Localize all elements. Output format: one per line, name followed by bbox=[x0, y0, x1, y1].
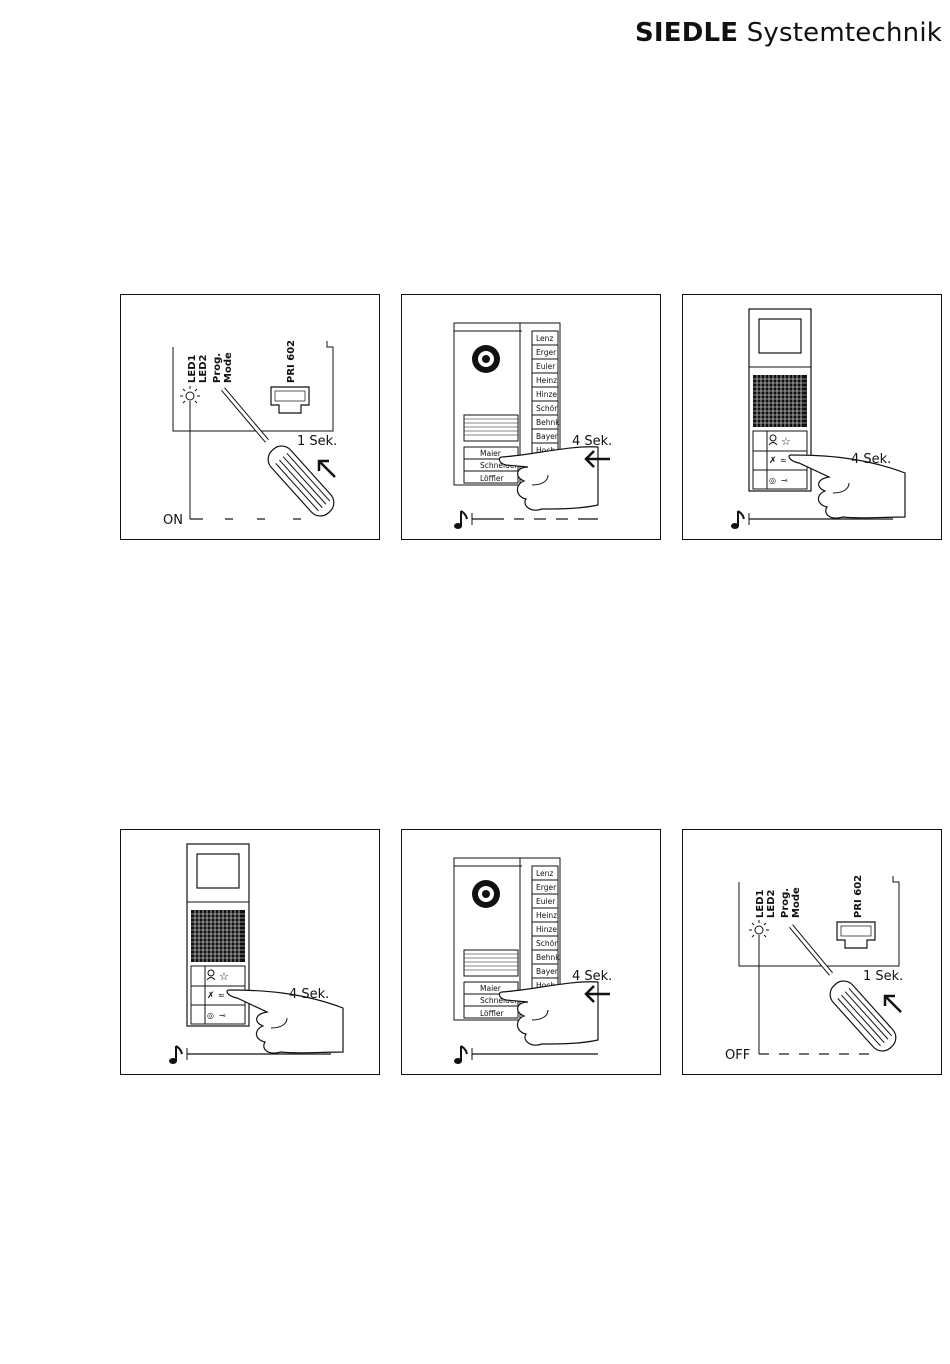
name-item: Hinze bbox=[536, 390, 557, 399]
door-station-illustration-1: Lenz Erger Euler Heinz Hinze Schön Behnk… bbox=[402, 295, 662, 541]
panel-door-station-2: Lenz Erger Euler Heinz Hinze Schön Behnk… bbox=[401, 829, 661, 1075]
mute-icon: ✗ bbox=[207, 991, 215, 1001]
indoor-station-illustration-2: ☆ ✗ ≈ ◎ ⊸ 4 Sek. bbox=[121, 830, 381, 1076]
music-note-icon bbox=[731, 511, 744, 529]
music-note-icon bbox=[454, 1046, 467, 1064]
intercom-icon: ◎ bbox=[207, 1011, 214, 1020]
name-item: Erger bbox=[536, 348, 557, 357]
led1-label: LED1 bbox=[187, 354, 198, 383]
star-icon: ☆ bbox=[781, 435, 791, 448]
music-note-icon bbox=[454, 511, 467, 529]
display-screen bbox=[759, 319, 801, 353]
screwdriver-icon bbox=[223, 389, 339, 521]
arrow-up-left-icon bbox=[319, 461, 335, 477]
panel-indoor-station-1: ☆ ✗ ≈ ◎ ⊸ 4 Sek. bbox=[682, 294, 942, 540]
door-station-illustration-2: Lenz Erger Euler Heinz Hinze Schön Behnk… bbox=[402, 830, 662, 1076]
light-icon: ≈ bbox=[218, 991, 225, 1000]
led2-label: LED2 bbox=[766, 889, 777, 918]
time-label: 4 Sek. bbox=[572, 969, 612, 984]
led2-label: LED2 bbox=[198, 354, 209, 383]
brand-bold: SIEDLE bbox=[635, 18, 738, 48]
name-item: Behnk bbox=[536, 418, 560, 427]
on-label: ON bbox=[163, 513, 183, 528]
name-item: Erger bbox=[536, 883, 557, 892]
name-item: Schön bbox=[536, 404, 559, 413]
prog-off-illustration: LED1 LED2 Prog. Mode PRI 602 1 Sek. OFF bbox=[683, 830, 943, 1076]
name-item: Bayer bbox=[536, 432, 559, 441]
display-screen bbox=[197, 854, 239, 888]
time-label: 1 Sek. bbox=[863, 969, 903, 984]
prog-label: Prog. bbox=[780, 888, 791, 918]
name-item: Euler bbox=[536, 897, 556, 906]
brand-logo: SIEDLE Systemtechnik bbox=[635, 18, 942, 48]
time-label: 4 Sek. bbox=[851, 452, 891, 467]
mode-label: Mode bbox=[791, 887, 802, 918]
time-label: 4 Sek. bbox=[289, 987, 329, 1002]
name-item: Lenz bbox=[536, 334, 553, 343]
name-item: Lenz bbox=[536, 869, 553, 878]
music-note-icon bbox=[169, 1046, 182, 1064]
star-icon: ☆ bbox=[219, 970, 229, 983]
name-item: Maier bbox=[480, 984, 502, 993]
name-item: Behnk bbox=[536, 953, 560, 962]
mute-icon: ✗ bbox=[769, 456, 777, 466]
pri-label: PRI 602 bbox=[286, 340, 297, 383]
time-label: 1 Sek. bbox=[297, 434, 337, 449]
panel-prog-off: LED1 LED2 Prog. Mode PRI 602 1 Sek. OFF bbox=[682, 829, 942, 1075]
person-icon bbox=[207, 970, 215, 980]
name-item: Euler bbox=[536, 362, 556, 371]
panel-prog-on: LED1 LED2 Prog. Mode PRI 602 1 Sek. ON bbox=[120, 294, 380, 540]
indoor-station-illustration-1: ☆ ✗ ≈ ◎ ⊸ 4 Sek. bbox=[683, 295, 943, 541]
nameplate-right: Lenz Erger Euler Heinz Hinze Schön Behnk… bbox=[532, 331, 560, 455]
person-icon bbox=[769, 435, 777, 445]
led1-label: LED1 bbox=[755, 889, 766, 918]
prog-label: Prog. bbox=[212, 353, 223, 383]
pri-label: PRI 602 bbox=[853, 875, 864, 918]
brand-regular: Systemtechnik bbox=[747, 18, 942, 48]
name-item: Löffler bbox=[480, 474, 505, 483]
arrow-up-left-icon bbox=[885, 996, 901, 1012]
panel-door-station-1: Lenz Erger Euler Heinz Hinze Schön Behnk… bbox=[401, 294, 661, 540]
name-item: Bayer bbox=[536, 967, 559, 976]
panel-indoor-station-2: ☆ ✗ ≈ ◎ ⊸ 4 Sek. bbox=[120, 829, 380, 1075]
name-item: Hinze bbox=[536, 925, 557, 934]
mode-label: Mode bbox=[223, 352, 234, 383]
prog-on-illustration: LED1 LED2 Prog. Mode PRI 602 1 Sek. ON bbox=[121, 295, 381, 541]
light-icon: ≈ bbox=[780, 456, 787, 465]
name-item: Maier bbox=[480, 449, 502, 458]
nameplate-right: Lenz Erger Euler Heinz Hinze Schön Behnk… bbox=[532, 866, 560, 990]
intercom-icon: ◎ bbox=[769, 476, 776, 485]
key-icon: ⊸ bbox=[781, 476, 788, 485]
screwdriver-icon bbox=[791, 926, 901, 1056]
off-label: OFF bbox=[725, 1048, 750, 1063]
name-item: Heinz bbox=[536, 911, 557, 920]
time-label: 4 Sek. bbox=[572, 434, 612, 449]
key-icon: ⊸ bbox=[219, 1011, 226, 1020]
name-item: Schön bbox=[536, 939, 559, 948]
name-item: Heinz bbox=[536, 376, 557, 385]
name-item: Löffler bbox=[480, 1009, 505, 1018]
